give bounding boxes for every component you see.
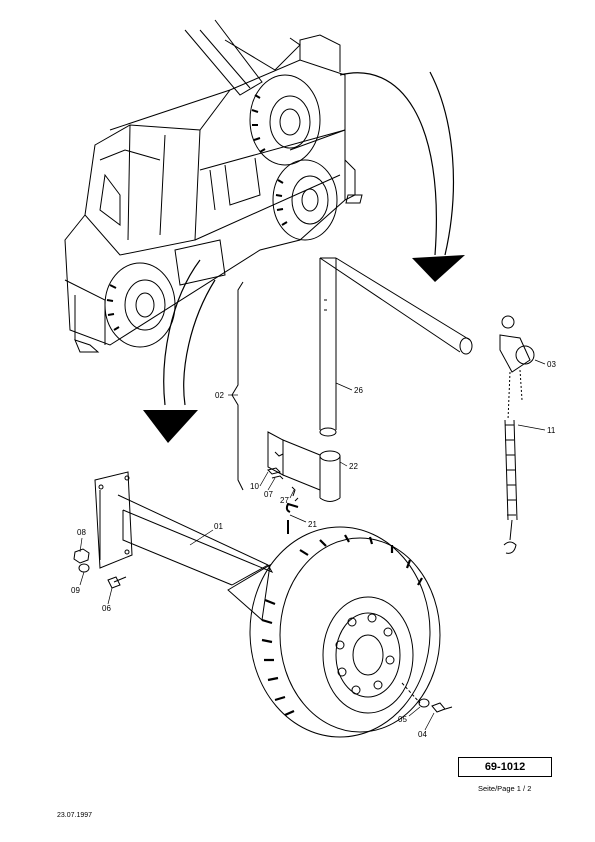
- part-label-04: 04: [418, 730, 427, 739]
- group-brace-02: [231, 281, 244, 491]
- part-label-27: 27: [280, 496, 289, 505]
- chain-hoist: [499, 315, 535, 554]
- curved-arrow-right: [339, 71, 465, 282]
- curved-arrow-left: [143, 259, 216, 443]
- drawing-date: 23.07.1997: [57, 812, 93, 819]
- crane-vehicle: [64, 19, 363, 353]
- part-label-05: 05: [398, 715, 407, 724]
- leader-lines: [79, 359, 546, 731]
- part-label-22: 22: [349, 462, 358, 471]
- drawing-number: 69-1012: [484, 761, 526, 773]
- l-tube-26: [319, 257, 473, 437]
- crane-wheel: [272, 159, 338, 241]
- part-label-02: 02: [215, 391, 224, 400]
- part-label-10: 10: [250, 482, 259, 491]
- small-parts-pins: [267, 467, 299, 534]
- crane-cab: [84, 124, 201, 256]
- spare-wheel: [249, 526, 441, 738]
- part-label-26: 26: [354, 386, 363, 395]
- part-labels: 03 11 26 22 02 10 07 27 21 01 08 09 06 0…: [71, 360, 556, 739]
- page-indicator: Seite/Page 1 / 2: [478, 784, 532, 793]
- socket-22: [267, 431, 341, 502]
- crane-boom: [184, 19, 301, 96]
- part-label-01: 01: [214, 522, 223, 531]
- part-label-11: 11: [547, 426, 556, 435]
- wheel-bolt: [401, 682, 453, 713]
- bracket-01: [94, 471, 274, 621]
- part-label-08: 08: [77, 528, 86, 537]
- crane-wheel: [249, 74, 321, 166]
- part-label-07: 07: [264, 490, 273, 499]
- part-label-06: 06: [102, 604, 111, 613]
- part-label-09: 09: [71, 586, 80, 595]
- drawing-number-box: 69-1012: [458, 757, 552, 777]
- part-label-03: 03: [547, 360, 556, 369]
- crane-wheel: [104, 262, 176, 348]
- part-label-21: 21: [308, 520, 317, 529]
